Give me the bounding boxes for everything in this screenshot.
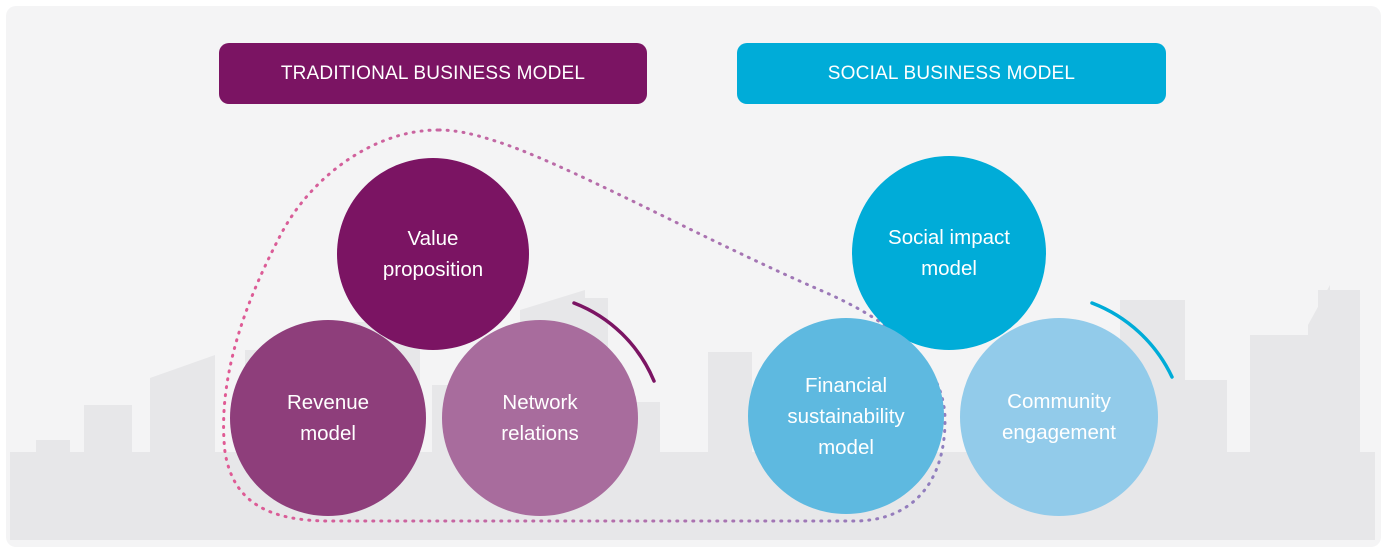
financial-label-2: sustainability [787,404,905,428]
network-relations-circle: Network relations [442,320,638,516]
arc-accent-cyan [1090,301,1174,379]
social-impact-model-circle: Social impact model [852,156,1046,350]
community-label-1: Community [1007,390,1111,413]
community-label-2: engagement [1002,421,1116,444]
traditional-business-model-header: TRADITIONAL BUSINESS MODEL [219,43,647,104]
revenue-model-label-1: Revenue [286,391,370,414]
community-engagement-circle: Community engagement [960,318,1158,516]
financial-label-3: model [818,435,874,459]
network-relations-label-2: relations [501,422,579,445]
social-impact-label-1: Social impact [888,226,1010,249]
skyline [10,285,1375,540]
value-proposition-label-2: proposition [382,258,484,281]
arc-accent-plum [572,301,656,383]
revenue-model-circle: Revenue model [230,320,426,516]
revenue-model-label-2: model [300,422,356,445]
social-impact-label-2: model [921,257,977,280]
financial-label-1: Financial [804,373,888,397]
value-proposition-circle: Value proposition [337,158,529,350]
value-proposition-label-1: Value [407,227,459,250]
financial-sustainability-model-circle: Financial sustainability model [748,318,944,514]
social-business-model-header: SOCIAL BUSINESS MODEL [737,43,1166,104]
network-relations-label-1: Network [502,391,578,414]
